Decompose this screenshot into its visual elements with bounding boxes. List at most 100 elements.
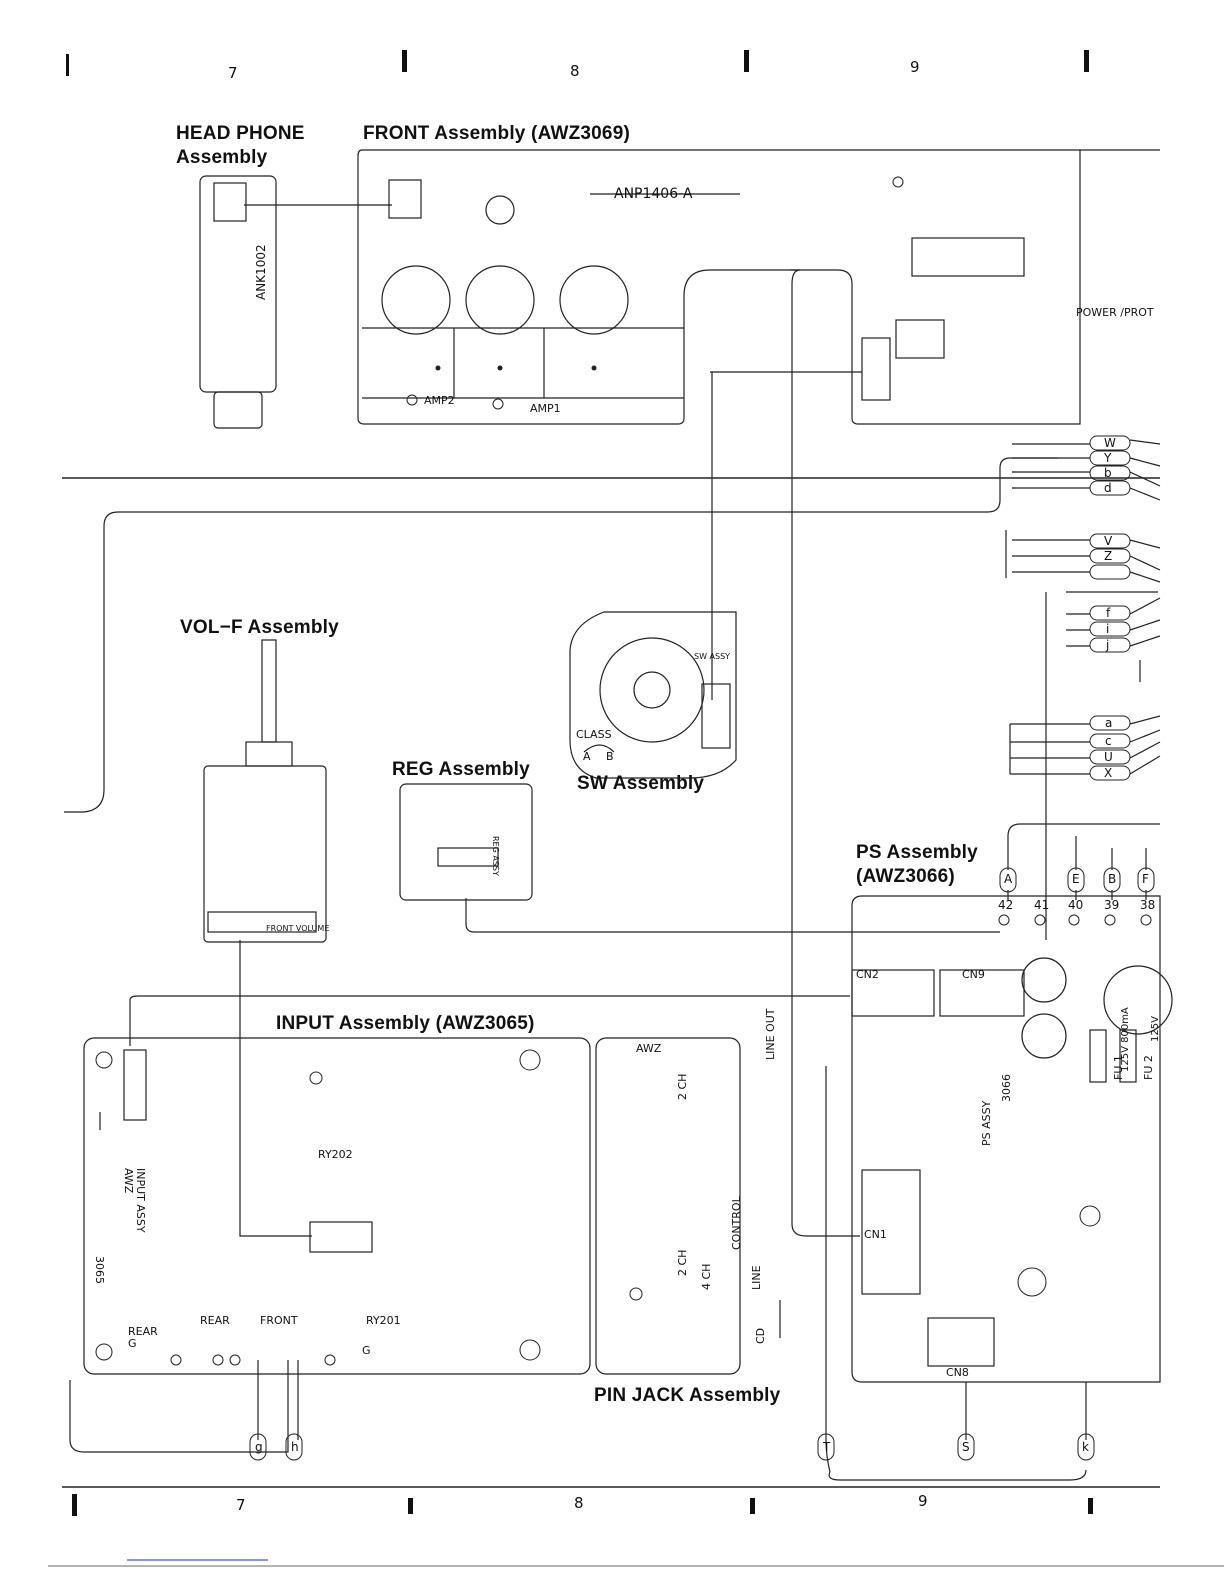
ps-board-outline (851, 895, 1161, 1383)
volf-assembly-title: VOL−F Assembly (180, 617, 339, 638)
fuse2-rating: 125V (1150, 1016, 1161, 1042)
connector-v: V (1104, 534, 1113, 548)
connector-w: W (1104, 436, 1116, 450)
input-3065-silk: 3065 (93, 1256, 106, 1284)
ps-letter-e: E (1072, 872, 1080, 886)
cn2-connector (851, 969, 935, 1017)
reg-assy-silk: REG ASSY (491, 836, 500, 876)
grid-number-top: 8 (570, 62, 580, 80)
4ch-label: 4 CH (700, 1263, 713, 1290)
volf-board-outline (203, 765, 327, 943)
grid-number-top: 9 (910, 58, 920, 76)
connector-d: d (1104, 481, 1112, 495)
connector-y: Y (1104, 451, 1112, 465)
control-label: CONTROL (730, 1196, 743, 1250)
pot-amp2 (381, 265, 451, 335)
grid-tick (408, 1498, 413, 1514)
right-connector-fan (1005, 439, 1161, 940)
g-label: G (362, 1344, 371, 1357)
2ch-label-b: 2 CH (676, 1249, 689, 1276)
front-connector-strip (911, 237, 1025, 277)
ps-letter-f: F (1142, 872, 1149, 886)
fu1-label: FU 1 (1112, 1055, 1125, 1080)
front-assembly-title: FRONT Assembly (AWZ3069) (363, 123, 630, 144)
input-assy-silk: INPUT ASSY AWZ (122, 1168, 147, 1233)
grid-tick (402, 50, 407, 72)
ps-terminal: 38 (1140, 898, 1156, 912)
ank-part-label: ANK1002 (254, 244, 268, 300)
ps-terminal: 39 (1104, 898, 1120, 912)
cn1-label: CN1 (864, 1228, 887, 1241)
cn9-label: CN9 (962, 968, 985, 981)
reg-board-outline (399, 783, 533, 901)
connector-z: Z (1104, 549, 1113, 563)
connector-ovals (249, 435, 1155, 1461)
connector-h: h (291, 1440, 299, 1454)
connector-f: f (1106, 606, 1111, 620)
anp-part-label: ANP1406-A (614, 186, 693, 202)
class-label: CLASS (576, 728, 612, 741)
ps-terminal: 42 (998, 898, 1014, 912)
front-label: FRONT (260, 1314, 298, 1327)
connector-c: c (1105, 734, 1112, 748)
connector-b: b (1104, 466, 1112, 480)
cn1-connector (861, 1169, 921, 1295)
line-label: LINE (750, 1265, 763, 1290)
ps-letter-b: B (1108, 872, 1117, 886)
sw-rotary (599, 637, 705, 743)
ps-terminal: 41 (1034, 898, 1050, 912)
cn9-connector (939, 969, 1025, 1017)
ps-letter-a: A (1004, 872, 1013, 886)
pinjack-assembly-title: PIN JACK Assembly (594, 1385, 781, 1406)
sw-connector (701, 683, 731, 749)
amp2-label: AMP2 (424, 394, 455, 407)
power-prot-label: POWER /PROT (1076, 306, 1154, 319)
connector-x: X (1104, 766, 1113, 780)
grid-number-bottom: 8 (574, 1494, 584, 1512)
grid-tick (66, 54, 69, 76)
headphone-assembly-title: HEAD PHONE Assembly (176, 123, 305, 168)
class-b-label: B (606, 750, 614, 763)
front-volume-silk: FRONT VOLUME (266, 924, 330, 933)
grid-tick (744, 50, 749, 72)
component-pads (95, 176, 1152, 1366)
grid-tick (1088, 1498, 1093, 1514)
ps-assy-silk: PS ASSY (980, 1100, 993, 1146)
awz-pin-silk: AWZ (636, 1042, 662, 1055)
pinjack-board-outline (595, 1037, 741, 1375)
sw-assembly-title: SW Assembly (577, 773, 705, 794)
wire-left-loop (64, 457, 1058, 813)
ry201-label: RY201 (366, 1314, 401, 1327)
cn8-label: CN8 (946, 1366, 969, 1379)
front-headphone-connector (388, 179, 422, 219)
input-board-outline (83, 1037, 591, 1375)
grid-number-bottom: 9 (918, 1492, 928, 1510)
connector-k: k (1082, 1440, 1089, 1454)
cn2-label: CN2 (856, 968, 879, 981)
connector-s: S (962, 1440, 970, 1454)
reg-assembly-title: REG Assembly (392, 759, 530, 780)
front-board-outline (357, 149, 1160, 425)
grid-tick (1084, 50, 1089, 72)
connector-u: U (1104, 750, 1113, 764)
ps-terminal: 40 (1068, 898, 1084, 912)
connector-j: j (1106, 638, 1110, 652)
input-assembly-title: INPUT Assembly (AWZ3065) (276, 1013, 535, 1034)
amp1-label: AMP1 (530, 402, 561, 415)
connector-t: T (823, 1440, 831, 1454)
connector-g: g (255, 1440, 263, 1454)
vol-shaft (261, 639, 277, 743)
connector-a: a (1105, 716, 1113, 730)
pot-amp1-a (465, 265, 535, 335)
rear-g-label: REAR G (128, 1325, 158, 1350)
grid-tick (750, 1498, 755, 1514)
grid-number-bottom: 7 (236, 1496, 246, 1514)
cn8-connector (927, 1317, 995, 1367)
sw-board-outline (569, 611, 737, 779)
connector-i: i (1106, 622, 1110, 636)
ps-3066-silk: 3066 (1000, 1074, 1013, 1102)
rear-label: REAR (200, 1314, 230, 1327)
grid-tick (72, 1494, 77, 1516)
cd-label: CD (754, 1327, 767, 1344)
